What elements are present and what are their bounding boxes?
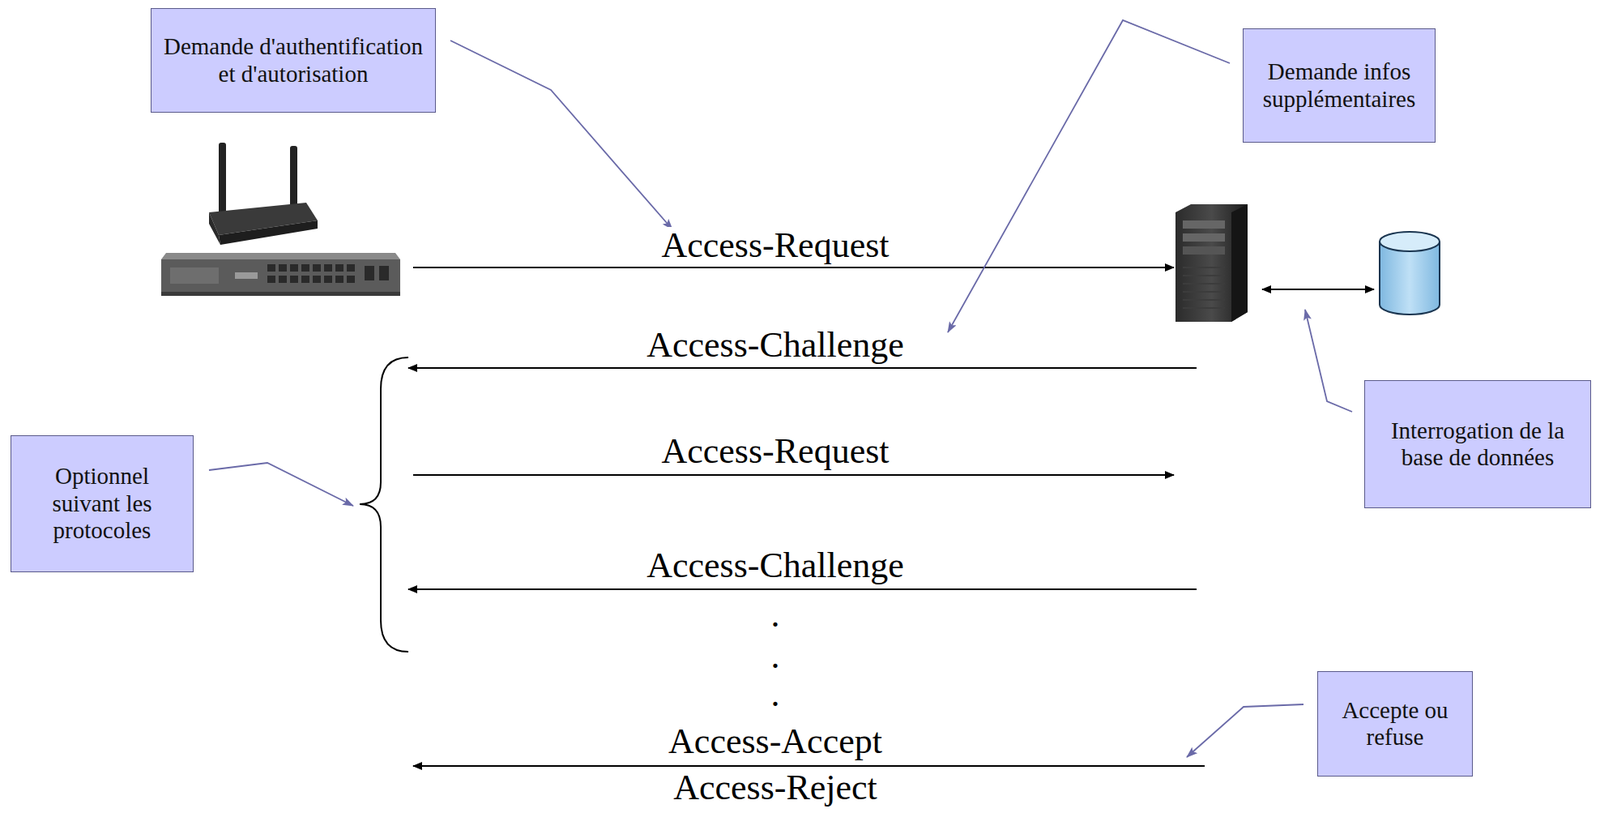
message-label: Access-Request [657, 432, 892, 470]
database-icon [1379, 231, 1440, 315]
callout-text: Demande d'authentification et d'autorisa… [161, 33, 426, 88]
leader-lines [209, 20, 1353, 757]
callout-box: Interrogation de la base de données [1364, 379, 1592, 508]
message-label: Access-Request [657, 226, 892, 265]
callout-text: Demande infos supplémentaires [1253, 58, 1426, 113]
double-arrow [1262, 288, 1374, 291]
callout-box: Accepte ou refuse [1317, 670, 1473, 777]
callout-box: Optionnel suivant les protocoles [10, 435, 194, 572]
callout-box: Demande infos supplémentaires [1242, 28, 1436, 143]
callout-text: Optionnel suivant les protocoles [21, 462, 184, 544]
message-label: Access-Challenge [643, 546, 908, 585]
message-label: Access-Challenge [643, 326, 908, 364]
continuation-dot: . [768, 596, 784, 634]
router-icon [209, 142, 318, 245]
callout-box: Demande d'authentification et d'autorisa… [150, 8, 436, 113]
continuation-dot: . [768, 675, 784, 713]
message-arrows [408, 267, 1205, 766]
callout-text: Interrogation de la base de données [1374, 417, 1581, 472]
switch-icon [161, 252, 401, 296]
message-label: Access-Reject [669, 768, 881, 807]
callout-text: Accepte ou refuse [1327, 696, 1463, 751]
curly-bracket [359, 357, 409, 652]
continuation-dot: . [768, 637, 784, 675]
message-label: Access-Accept [665, 722, 886, 760]
server-icon [1175, 204, 1248, 322]
